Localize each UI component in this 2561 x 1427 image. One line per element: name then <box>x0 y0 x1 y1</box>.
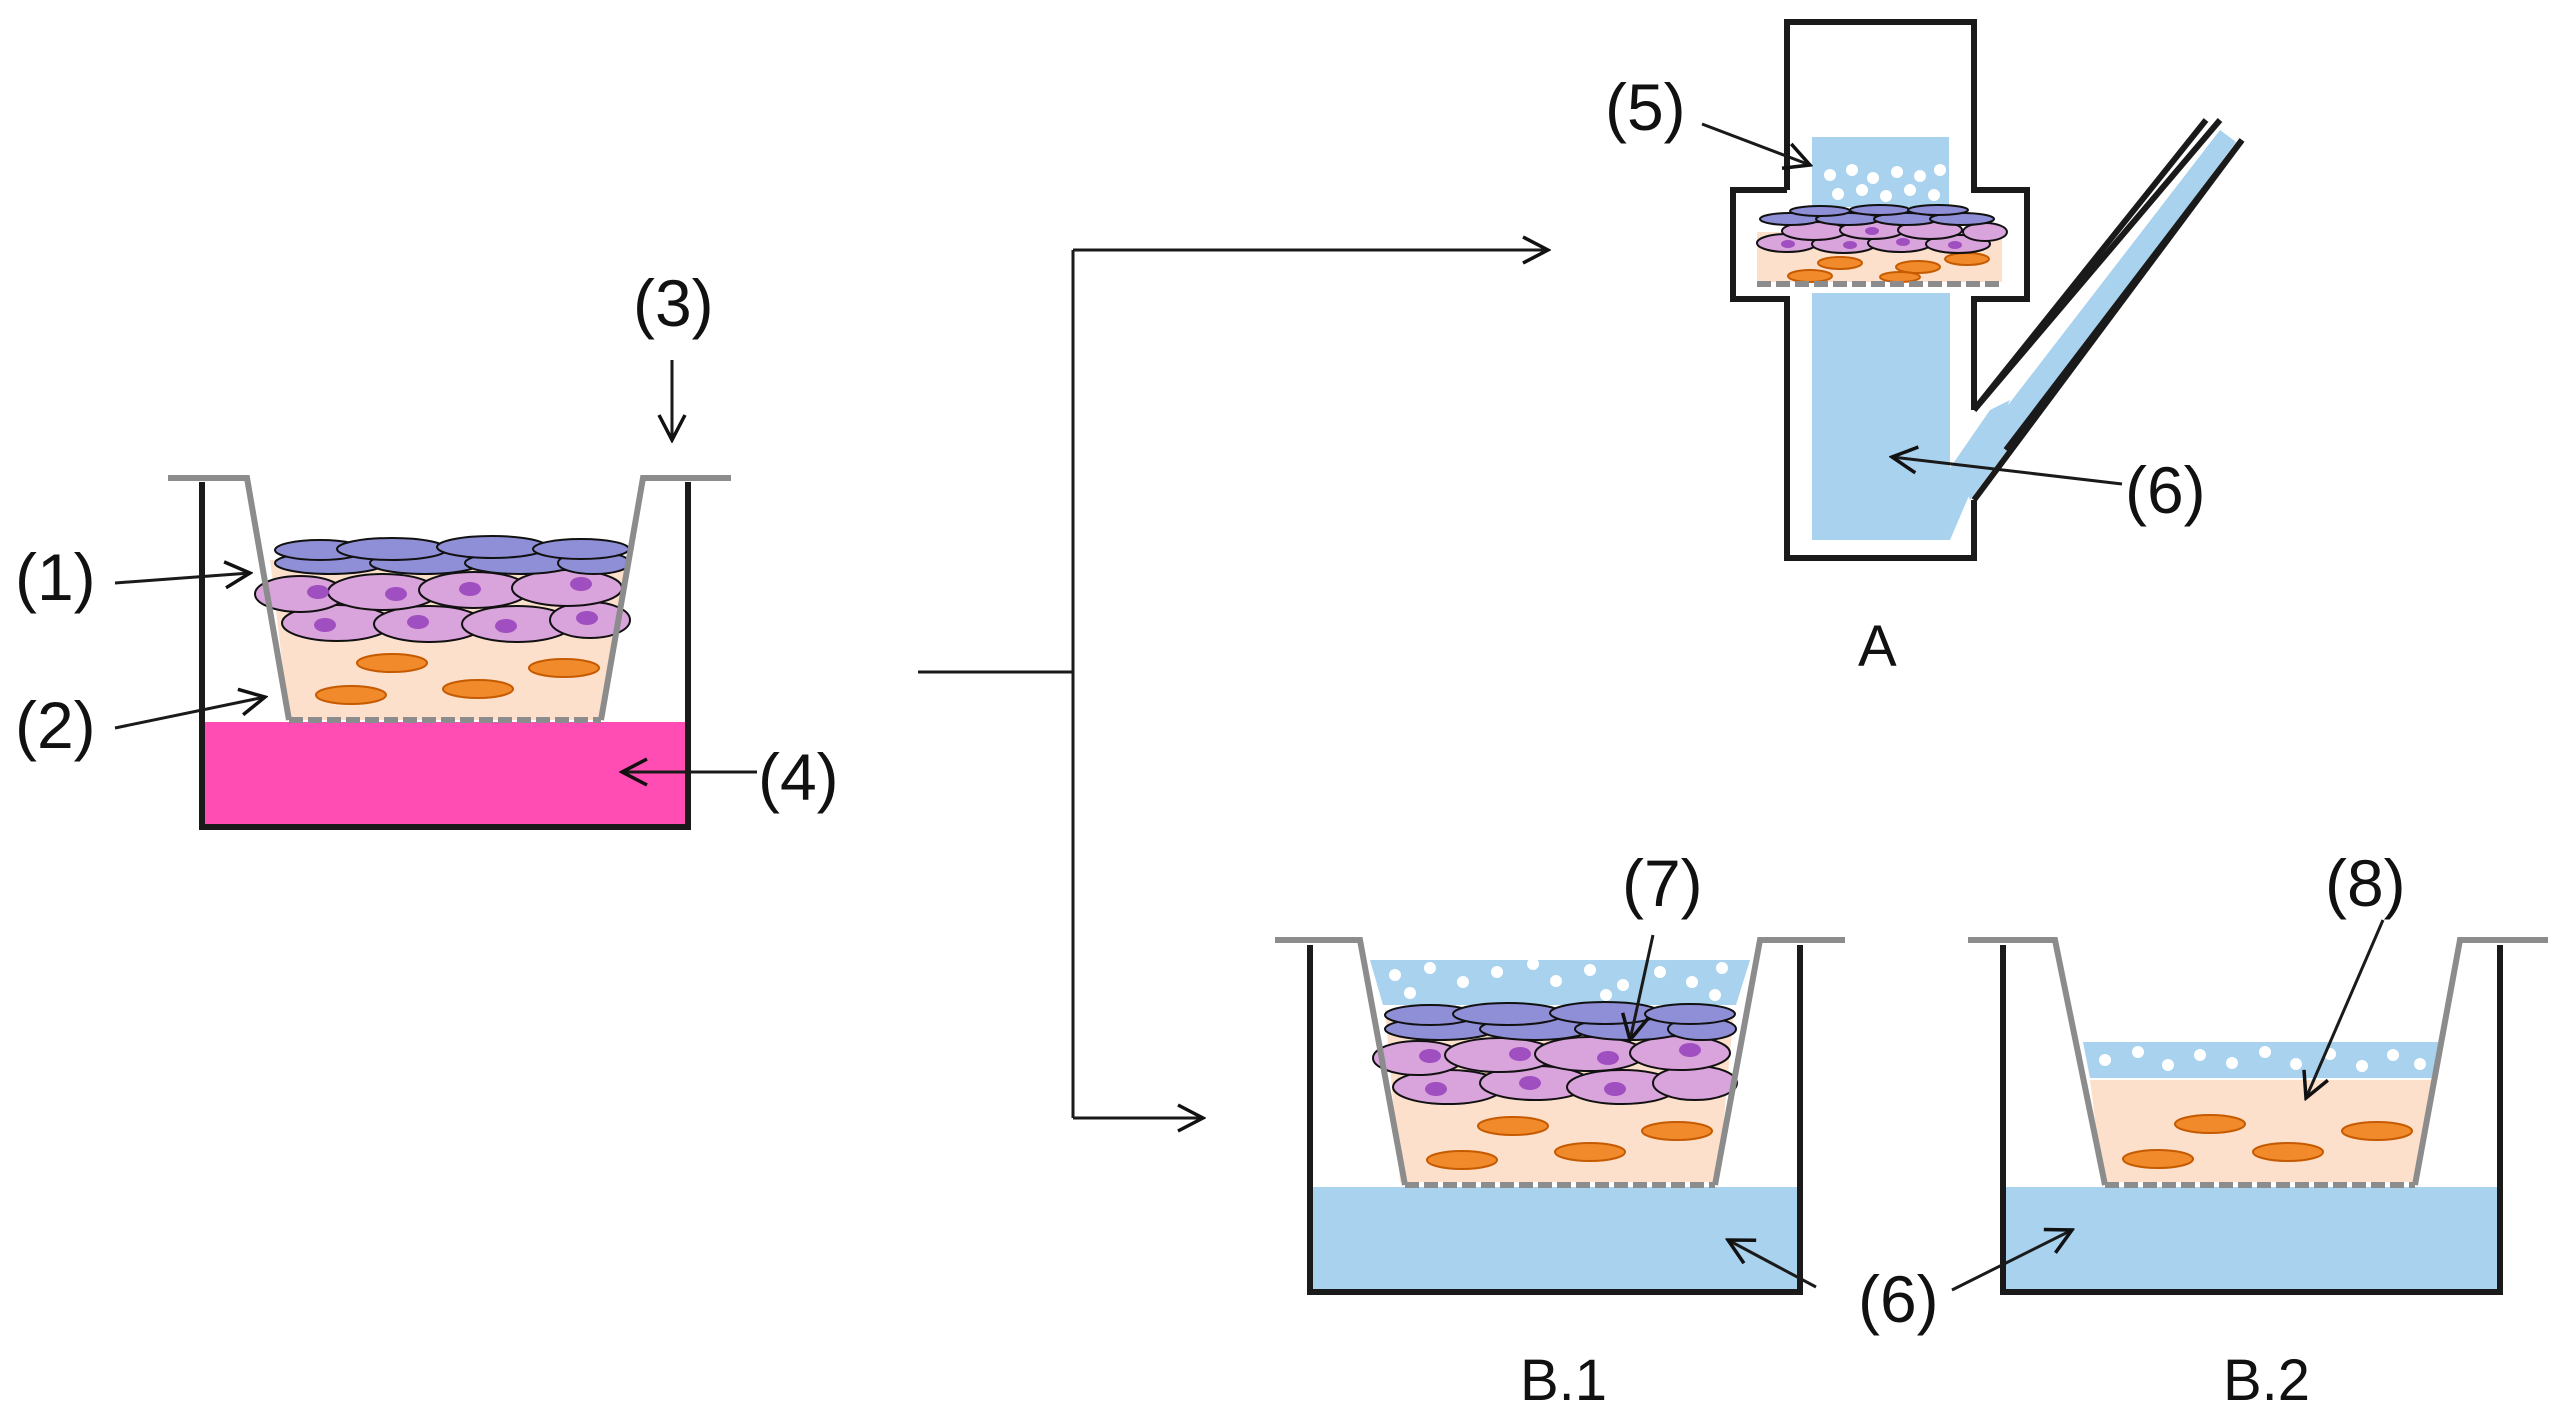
tube-left-wall <box>1971 118 2209 412</box>
b1-basal-nuclei <box>1419 1043 1701 1096</box>
arrow-5 <box>1701 122 1810 165</box>
superficial-cells <box>274 535 631 575</box>
b1-outer-wall <box>1307 945 1803 1295</box>
b1-superficial-cells <box>1384 1001 1737 1041</box>
caption-b2: B.2 <box>2223 1348 2310 1413</box>
tube-medium <box>1958 130 2236 500</box>
arrow-7 <box>1630 934 1655 1040</box>
basal-nuclei <box>307 577 598 633</box>
well-b2 <box>1968 937 2548 1295</box>
outer-well-wall <box>199 482 691 830</box>
insert-wall <box>168 475 731 721</box>
label-1: (1) <box>15 540 96 614</box>
chamber-fibroblasts <box>1787 252 1990 283</box>
chamber-basal-nuclei <box>1781 227 1962 249</box>
arrow-2 <box>114 697 265 730</box>
chamber-superficial-cells <box>1759 204 1995 226</box>
label-2: (2) <box>15 688 96 762</box>
label-6-a: (6) <box>2125 453 2206 527</box>
b1-insert-wall <box>1275 937 1845 1186</box>
b1-basal-medium <box>1310 1187 1800 1292</box>
arrow-1 <box>114 573 250 583</box>
label-3: (3) <box>633 266 714 340</box>
arrow-8 <box>2306 919 2385 1098</box>
pink-medium <box>202 722 688 827</box>
caption-b1: B.1 <box>1520 1348 1607 1413</box>
b2-apical-bubbles <box>2099 1046 2426 1072</box>
callout-arrows <box>114 122 2385 1292</box>
arrow-6b-left <box>1728 1240 1817 1289</box>
label-5: (5) <box>1605 70 1686 144</box>
b1-fibroblasts <box>1426 1116 1713 1170</box>
label-7: (7) <box>1622 846 1703 920</box>
label-4: (4) <box>758 740 839 814</box>
b2-basal-medium <box>2003 1187 2500 1292</box>
b2-insert-wall <box>1968 937 2548 1186</box>
arrow-6a <box>1892 457 2123 486</box>
initial-culture-well <box>168 475 731 830</box>
caption-a: A <box>1858 614 1897 679</box>
b2-outer-wall <box>2000 945 2503 1295</box>
arrow-6b-right <box>1951 1230 2072 1292</box>
fibroblasts <box>315 653 600 705</box>
b2-fibroblasts <box>2122 1114 2413 1169</box>
apical-bubbles <box>1824 164 1946 202</box>
ussing-chamber-a <box>1730 19 2245 561</box>
label-8: (8) <box>2325 846 2406 920</box>
branch-connector <box>918 250 1548 1118</box>
tube-right-wall <box>1971 138 2245 502</box>
b1-apical-bubbles <box>1389 958 1728 1001</box>
basal-chamber-medium <box>1812 293 2010 540</box>
well-b1 <box>1275 937 1845 1295</box>
label-6-b: (6) <box>1858 1262 1939 1336</box>
